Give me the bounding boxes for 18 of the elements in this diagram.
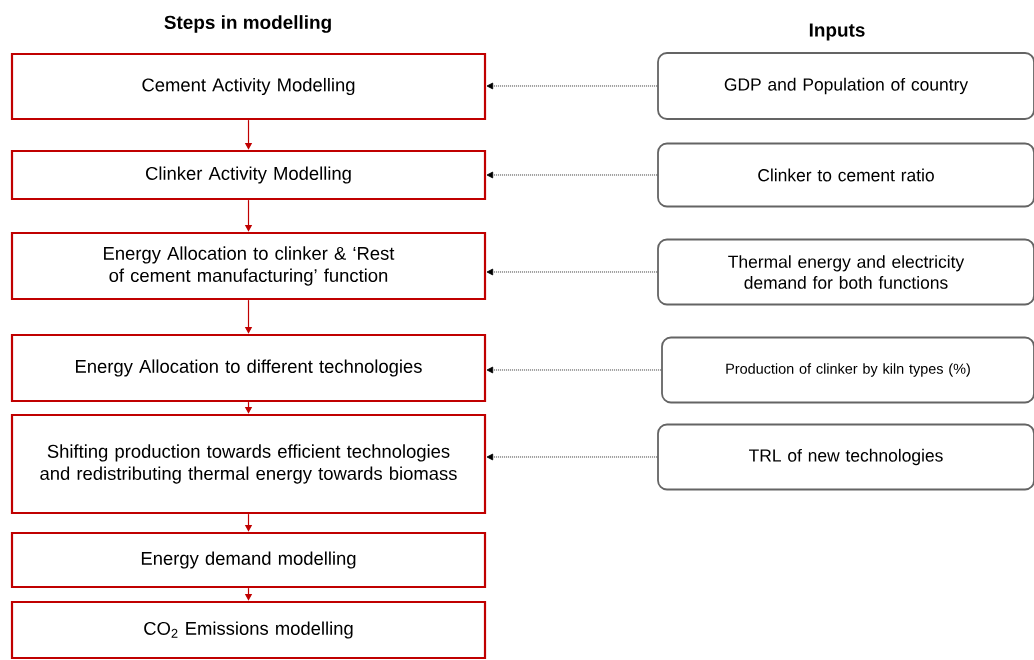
step-box: Shifting production towards efficient technologies and redistributing thermal energy towards biomass xyxy=(10,413,487,515)
step-box: Energy Allocation to different technologies xyxy=(10,333,487,403)
step-box: Energy Allocation to clinker & ‘Rest of cement manufacturing’ function xyxy=(10,231,487,301)
input-box: Clinker to cement ratio xyxy=(657,142,1034,208)
step-box: Cement Activity Modelling xyxy=(10,52,487,121)
column-heading: Steps in modelling xyxy=(164,15,331,33)
input-box: Production of clinker by kiln types (%) xyxy=(661,336,1034,404)
input-box: TRL of new technologies xyxy=(657,423,1034,491)
step-box: CO$_{2}$ Emissions modelling xyxy=(10,600,487,660)
arrow xyxy=(486,268,658,276)
arrow xyxy=(486,366,662,374)
arrow xyxy=(486,171,658,179)
input-box: GDP and Population of country xyxy=(657,52,1034,120)
input-box: Thermal energy and electricity demand for both functions xyxy=(657,238,1034,306)
step-box: Energy demand modelling xyxy=(10,531,487,589)
arrow xyxy=(486,82,658,90)
step-box: Clinker Activity Modelling xyxy=(10,149,487,201)
arrow xyxy=(486,453,658,461)
